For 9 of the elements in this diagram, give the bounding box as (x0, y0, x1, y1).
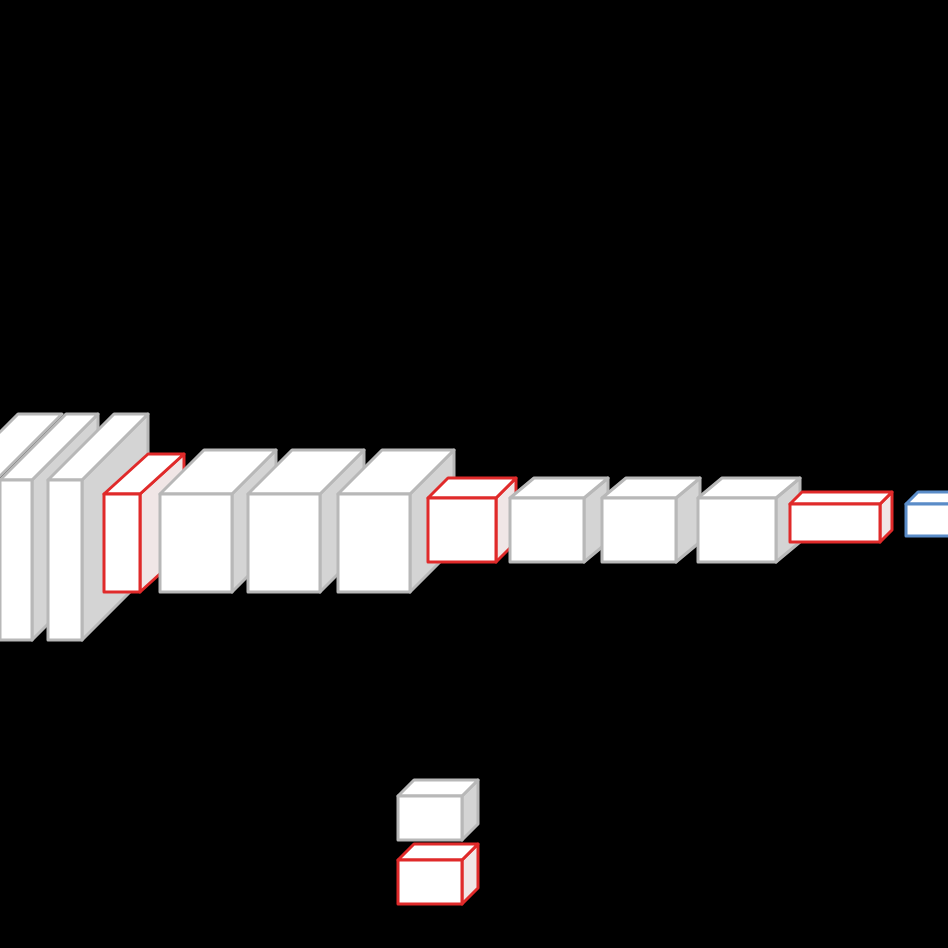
layer-block (0, 412, 64, 482)
layer-block (508, 476, 610, 564)
layer-block (696, 476, 802, 564)
layer-block (396, 842, 480, 906)
layer-block (904, 490, 948, 538)
layer-block (426, 476, 518, 564)
layer-block (600, 476, 702, 564)
layer-block (788, 490, 894, 544)
layer-block (396, 778, 480, 842)
